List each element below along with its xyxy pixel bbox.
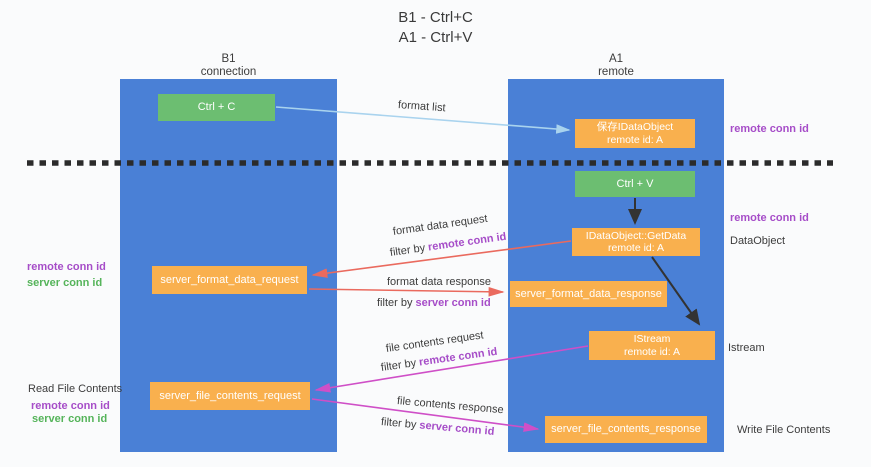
title-line-1: B1 - Ctrl+C: [398, 9, 473, 26]
title-line-2: A1 - Ctrl+V: [398, 29, 473, 46]
istream-box: IStream remote id: A: [589, 331, 715, 360]
remote-conn-id-label-left-2: remote conn id: [31, 400, 110, 412]
dataobject-label: DataObject: [730, 235, 786, 247]
file-contents-response-arrow: [311, 398, 540, 432]
server-format-data-response-box: server_format_data_response: [510, 281, 667, 307]
file-contents-request-arrow: [314, 345, 589, 393]
server-file-contents-request-box: server_file_contents_request: [150, 382, 310, 410]
server-format-data-request-label: server_format_data_request: [160, 273, 299, 286]
column-a1-name: A1: [608, 53, 624, 65]
server-file-contents-request-label: server_file_contents_request: [159, 389, 301, 402]
column-b1-name: B1: [221, 53, 236, 65]
istream-line1: IStream: [633, 333, 671, 345]
server-format-data-response-label: server_format_data_response: [515, 287, 662, 300]
istream-line2: remote id: A: [623, 345, 681, 358]
save-dataobject-line1: 保存IDataObject: [596, 121, 674, 133]
save-dataobject-box: 保存IDataObject remote id: A: [575, 119, 695, 148]
remote-conn-id-label-mid-right: remote conn id: [730, 212, 809, 224]
format-list-arrow: [275, 106, 571, 134]
getdata-line2: remote id: A: [607, 242, 665, 254]
diagram-title: B1 - Ctrl+C A1 - Ctrl+V: [0, 8, 871, 48]
save-dataobject-line2: remote id: A: [606, 133, 664, 146]
format-data-request-arrow: [311, 240, 572, 278]
format-data-response-arrow: [308, 286, 505, 297]
ctrl-c-box: Ctrl + C: [158, 94, 275, 121]
getdata-line1: IDataObject::GetData: [585, 229, 687, 242]
write-file-contents-label: Write File Contents: [737, 424, 831, 436]
column-a1-subtitle: remote: [598, 66, 634, 78]
filter-term-server-conn-id: server conn id: [415, 297, 491, 309]
server-conn-id-label-left-1: server conn id: [27, 277, 103, 289]
server-file-contents-response-label: server_file_contents_response: [551, 423, 701, 436]
server-conn-id-label-left-2: server conn id: [32, 413, 108, 425]
ctrl-v-label: Ctrl + V: [616, 177, 654, 190]
filter-prefix: filter by: [377, 297, 416, 309]
server-format-data-request-box: server_format_data_request: [152, 266, 307, 294]
ctrl-v-box: Ctrl + V: [575, 171, 695, 197]
getdata-to-istream-arrow: [651, 256, 701, 326]
format-data-response-label: format data response: [387, 276, 491, 288]
remote-conn-id-label-left-1: remote conn id: [27, 261, 106, 273]
column-header-b1: B1 connection: [120, 53, 337, 79]
remote-conn-id-label-top-right: remote conn id: [730, 123, 809, 135]
ctrl-c-label: Ctrl + C: [197, 101, 236, 114]
column-b1-subtitle: connection: [200, 66, 257, 78]
getdata-box: IDataObject::GetData remote id: A: [572, 228, 700, 256]
read-file-contents-label: Read File Contents: [28, 383, 123, 395]
istream-side-label: Istream: [728, 342, 765, 354]
filter-response-format-label: filter by server conn id: [377, 297, 491, 309]
column-header-a1: A1 remote: [508, 53, 724, 79]
server-file-contents-response-box: server_file_contents_response: [545, 416, 707, 443]
